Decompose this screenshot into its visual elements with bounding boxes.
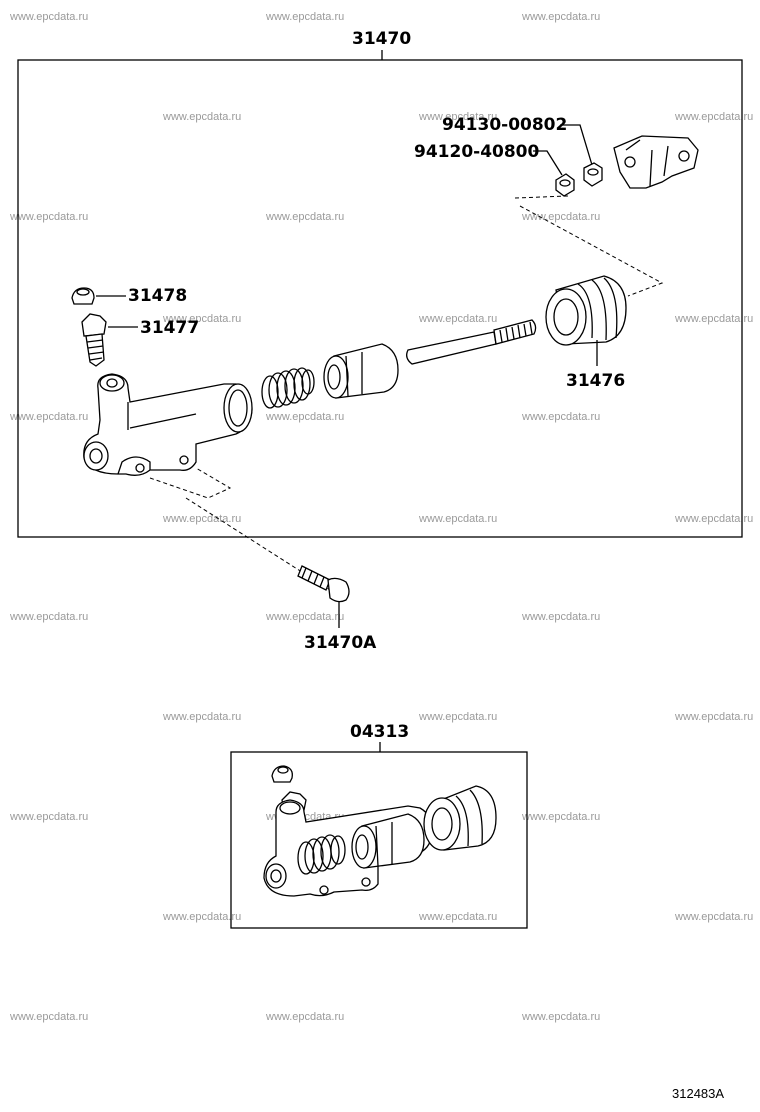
label-31470A[interactable]: 31470A — [304, 633, 377, 653]
watermark: www.epcdata.ru — [9, 1011, 88, 1023]
watermark: www.epcdata.ru — [162, 111, 241, 123]
boot-shape[interactable] — [545, 275, 627, 346]
dash-line — [149, 467, 232, 499]
watermark: www.epcdata.ru — [9, 211, 88, 223]
watermark: www.epcdata.ru — [674, 911, 753, 923]
spring-shape[interactable] — [261, 367, 315, 409]
label-94120-40800[interactable]: 94120-40800 — [414, 142, 540, 162]
cylinder-body-shape[interactable] — [83, 373, 253, 476]
kit-piston-shape[interactable] — [351, 813, 425, 869]
watermark: www.epcdata.ru — [418, 111, 497, 123]
push-rod-shape[interactable] — [406, 319, 537, 365]
kit-cap-shape[interactable] — [271, 765, 293, 783]
leader-94120-40800 — [533, 150, 563, 176]
watermark: www.epcdata.ru — [418, 513, 497, 525]
kit-group: 04313 — [230, 722, 528, 929]
nut-upper-shape[interactable] — [583, 162, 603, 187]
watermark: www.epcdata.ru — [521, 411, 600, 423]
watermark: www.epcdata.ru — [265, 11, 344, 23]
watermark: www.epcdata.ru — [418, 711, 497, 723]
watermark: www.epcdata.ru — [418, 911, 497, 923]
watermark: www.epcdata.ru — [521, 811, 600, 823]
watermark: www.epcdata.ru — [162, 513, 241, 525]
dash-line — [514, 195, 569, 199]
watermark: www.epcdata.ru — [521, 11, 600, 23]
watermark: www.epcdata.ru — [521, 211, 600, 223]
watermark: www.epcdata.ru — [162, 711, 241, 723]
watermark: www.epcdata.ru — [418, 313, 497, 325]
label-94130-00802[interactable]: 94130-00802 — [442, 115, 567, 135]
bolt-group: 31470A — [185, 497, 377, 653]
watermark: www.epcdata.ru — [9, 811, 88, 823]
watermark: www.epcdata.ru — [674, 513, 753, 525]
watermark: www.epcdata.ru — [9, 611, 88, 623]
watermark-layer: www.epcdata.ru www.epcdata.ru www.epcdat… — [9, 11, 753, 1023]
watermark: www.epcdata.ru — [521, 611, 600, 623]
dash-line — [519, 205, 664, 297]
watermark: www.epcdata.ru — [265, 211, 344, 223]
leader-94130-00802 — [560, 124, 593, 166]
watermark: www.epcdata.ru — [265, 611, 344, 623]
label-31477[interactable]: 31477 — [140, 318, 199, 338]
assembly-frame — [17, 59, 743, 538]
nut-lower-shape[interactable] — [555, 173, 575, 197]
watermark: www.epcdata.ru — [265, 1011, 344, 1023]
bolt-shape[interactable] — [297, 565, 350, 603]
diagram-code: 312483A — [672, 1086, 724, 1101]
kit-frame — [230, 751, 528, 929]
watermark: www.epcdata.ru — [521, 1011, 600, 1023]
cap-shape[interactable] — [71, 287, 95, 305]
watermark: www.epcdata.ru — [674, 111, 753, 123]
watermark: www.epcdata.ru — [265, 411, 344, 423]
watermark: www.epcdata.ru — [674, 313, 753, 325]
watermark: www.epcdata.ru — [674, 711, 753, 723]
main-assembly-group: 31470 94130-00802 94120-40800 — [17, 29, 743, 538]
bleeder-screw-shape[interactable] — [81, 313, 107, 367]
watermark: www.epcdata.ru — [162, 313, 241, 325]
watermark: www.epcdata.ru — [9, 411, 88, 423]
kit-boot-shape[interactable] — [423, 785, 497, 851]
label-04313[interactable]: 04313 — [350, 722, 409, 742]
label-31476[interactable]: 31476 — [566, 371, 625, 391]
kit-spring-shape[interactable] — [297, 834, 346, 875]
label-31478[interactable]: 31478 — [128, 286, 187, 306]
piston-shape[interactable] — [323, 343, 399, 399]
label-31470[interactable]: 31470 — [352, 29, 411, 49]
watermark: www.epcdata.ru — [9, 11, 88, 23]
watermark: www.epcdata.ru — [162, 911, 241, 923]
bracket-shape[interactable] — [613, 135, 699, 189]
